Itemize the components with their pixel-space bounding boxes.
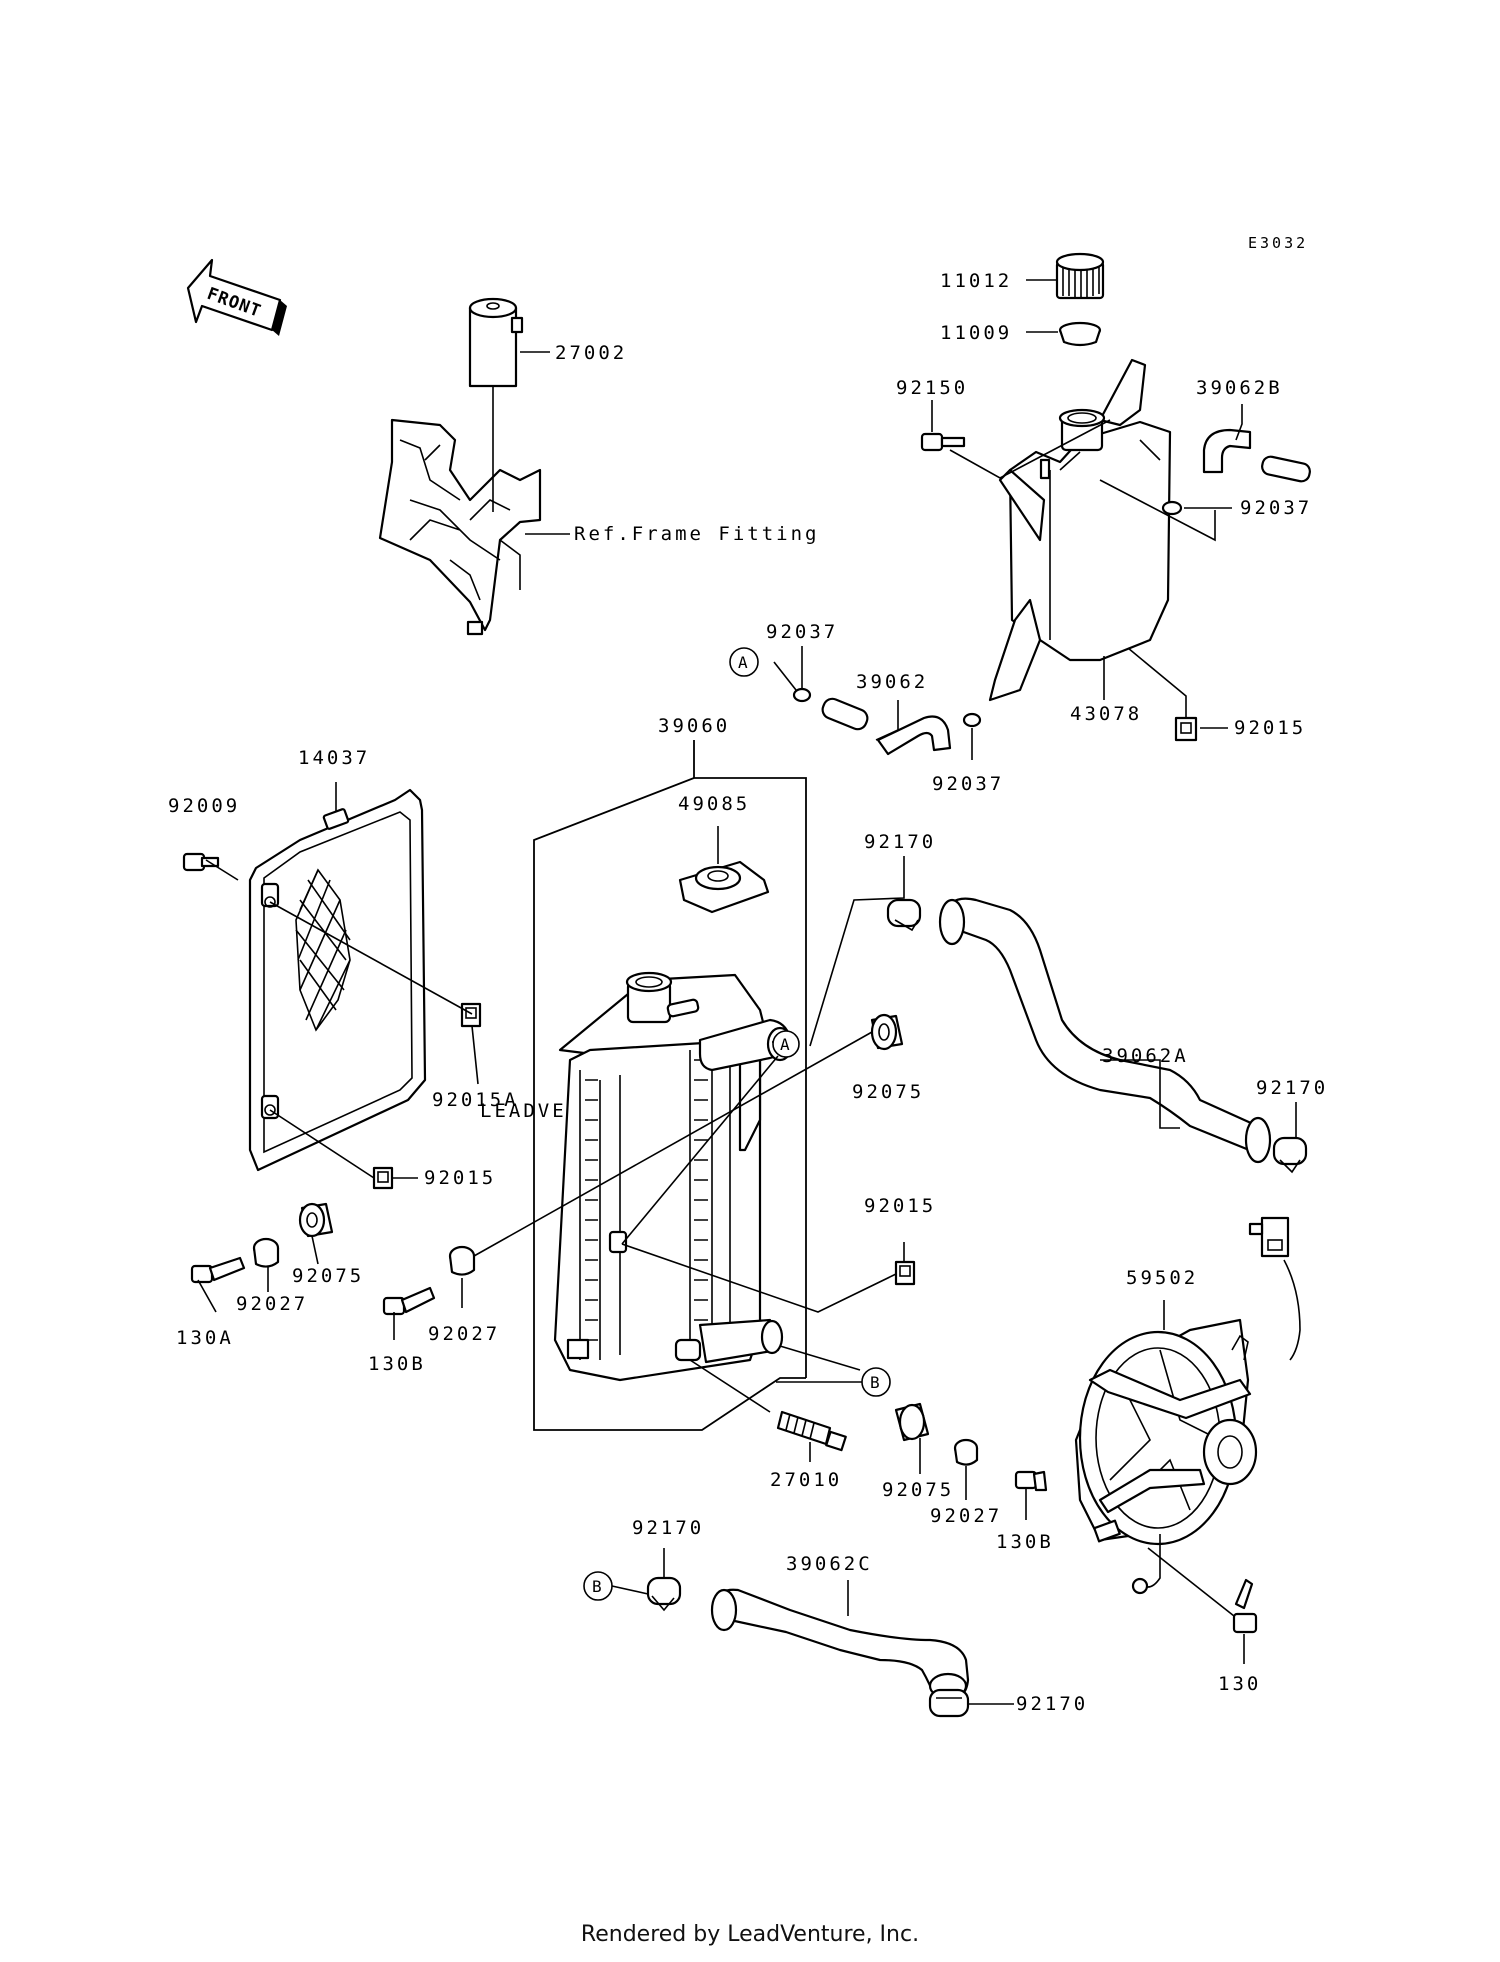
label-11009[interactable]: 11009 (940, 322, 1012, 344)
label-59502[interactable]: 59502 (1126, 1267, 1198, 1289)
svg-text:B: B (592, 1577, 602, 1596)
temp-sensor-27010[interactable] (776, 1410, 847, 1452)
svg-text:A: A (780, 1035, 790, 1054)
nut-92015-tank[interactable] (1174, 716, 1198, 742)
label-27002[interactable]: 27002 (555, 342, 627, 364)
nut-92015A[interactable] (460, 1002, 482, 1028)
label-92170-bottom[interactable]: 92170 (632, 1517, 704, 1539)
footer-credit: Rendered by LeadVenture, Inc. (580, 1922, 920, 1947)
nut-92015-left[interactable] (372, 1166, 394, 1190)
label-130B-right[interactable]: 130B (996, 1531, 1054, 1553)
clamp-92170-right[interactable] (1272, 1136, 1308, 1174)
radiator-cap-49085[interactable] (678, 860, 770, 914)
front-arrow: FRONT (186, 258, 287, 336)
label-92027-bottom[interactable]: 92027 (930, 1505, 1002, 1527)
label-11012[interactable]: 11012 (940, 270, 1012, 292)
label-92015-left[interactable]: 92015 (424, 1167, 496, 1189)
hose-39062[interactable] (820, 696, 952, 756)
label-92015-tank[interactable]: 92015 (1234, 717, 1306, 739)
label-92150[interactable]: 92150 (896, 377, 968, 399)
hose-39062C[interactable] (710, 1588, 970, 1702)
label-92015-right[interactable]: 92015 (864, 1195, 936, 1217)
svg-text:A: A (738, 653, 748, 672)
callout-b-radiator: B (861, 1367, 891, 1397)
frame-bracket (378, 418, 542, 636)
nut-92015-right[interactable] (894, 1260, 916, 1286)
clip-92037-b[interactable] (962, 712, 982, 728)
clip-92037-tank[interactable] (1161, 500, 1183, 516)
label-92037-tank[interactable]: 92037 (1240, 497, 1312, 519)
bolt-130B-right[interactable] (1014, 1470, 1048, 1492)
bolt-92009[interactable] (182, 852, 220, 872)
hose-39062A[interactable] (938, 897, 1272, 1164)
clip-92037-a[interactable] (792, 687, 812, 703)
reservoir-tank[interactable] (988, 358, 1172, 702)
tank-cap[interactable] (1055, 252, 1105, 300)
collar-92027-bottom[interactable] (953, 1438, 979, 1466)
diagram-code: E3032 (1248, 234, 1308, 252)
fan-59502[interactable] (1074, 1259, 1301, 1595)
leader-lines (197, 279, 1297, 1705)
label-ref-frame-fitting: Ref.Frame Fitting (574, 523, 819, 545)
label-92170-right[interactable]: 92170 (1256, 1077, 1328, 1099)
grommet-92075-bottom[interactable] (894, 1402, 930, 1442)
label-92170-lowest[interactable]: 92170 (1016, 1693, 1088, 1715)
clamp-92170-bottom[interactable] (646, 1576, 682, 1612)
label-92027-left[interactable]: 92027 (236, 1293, 308, 1315)
label-39062B[interactable]: 39062B (1196, 377, 1283, 399)
label-92015A[interactable]: 92015A (432, 1089, 519, 1111)
label-49085[interactable]: 49085 (678, 793, 750, 815)
label-39062C[interactable]: 39062C (786, 1553, 873, 1575)
radiator-39060[interactable] (553, 971, 794, 1382)
shroud-14037[interactable] (248, 788, 427, 1172)
label-92075-bottom[interactable]: 92075 (882, 1479, 954, 1501)
collar-92027-left[interactable] (252, 1237, 280, 1268)
svg-text:B: B (870, 1373, 880, 1392)
label-92037-a[interactable]: 92037 (766, 621, 838, 643)
grommet-92075-mid[interactable] (870, 1013, 904, 1051)
callout-a-radiator: A (772, 1030, 800, 1058)
assembly-frame-39060 (533, 740, 807, 1431)
bolt-130A[interactable] (190, 1256, 246, 1284)
bolt-130[interactable] (1232, 1578, 1258, 1634)
callout-a-upper: A (729, 647, 759, 677)
label-130A[interactable]: 130A (176, 1327, 234, 1349)
label-92027-mid[interactable]: 92027 (428, 1323, 500, 1345)
hose-39062B[interactable] (1202, 428, 1311, 483)
label-92037-b[interactable]: 92037 (932, 773, 1004, 795)
fan-connector[interactable] (1248, 1216, 1290, 1258)
label-92009[interactable]: 92009 (168, 795, 240, 817)
bolt-92150[interactable] (920, 432, 966, 452)
bolt-130B-left[interactable] (382, 1286, 436, 1316)
label-92170-top[interactable]: 92170 (864, 831, 936, 853)
clamp-92170-lowest[interactable] (928, 1688, 970, 1718)
label-92075-left[interactable]: 92075 (292, 1265, 364, 1287)
clamp-92170-top[interactable] (886, 898, 922, 932)
collar-92027-mid[interactable] (448, 1245, 476, 1276)
label-130[interactable]: 130 (1218, 1673, 1261, 1695)
part-labels: 11012 11009 27002 Ref.Frame Fitting 9215… (168, 270, 1328, 1715)
callout-b-lower: B (583, 1571, 613, 1601)
label-92075-mid[interactable]: 92075 (852, 1081, 924, 1103)
label-14037[interactable]: 14037 (298, 747, 370, 769)
label-27010[interactable]: 27010 (770, 1469, 842, 1491)
relay-27002[interactable] (468, 297, 524, 388)
label-39060[interactable]: 39060 (658, 715, 730, 737)
cap-gasket[interactable] (1058, 321, 1102, 347)
label-130B-left[interactable]: 130B (368, 1353, 426, 1375)
label-39062A[interactable]: 39062A (1102, 1045, 1189, 1067)
grommet-92075-left[interactable] (298, 1202, 334, 1238)
label-39062[interactable]: 39062 (856, 671, 928, 693)
label-43078[interactable]: 43078 (1070, 703, 1142, 725)
